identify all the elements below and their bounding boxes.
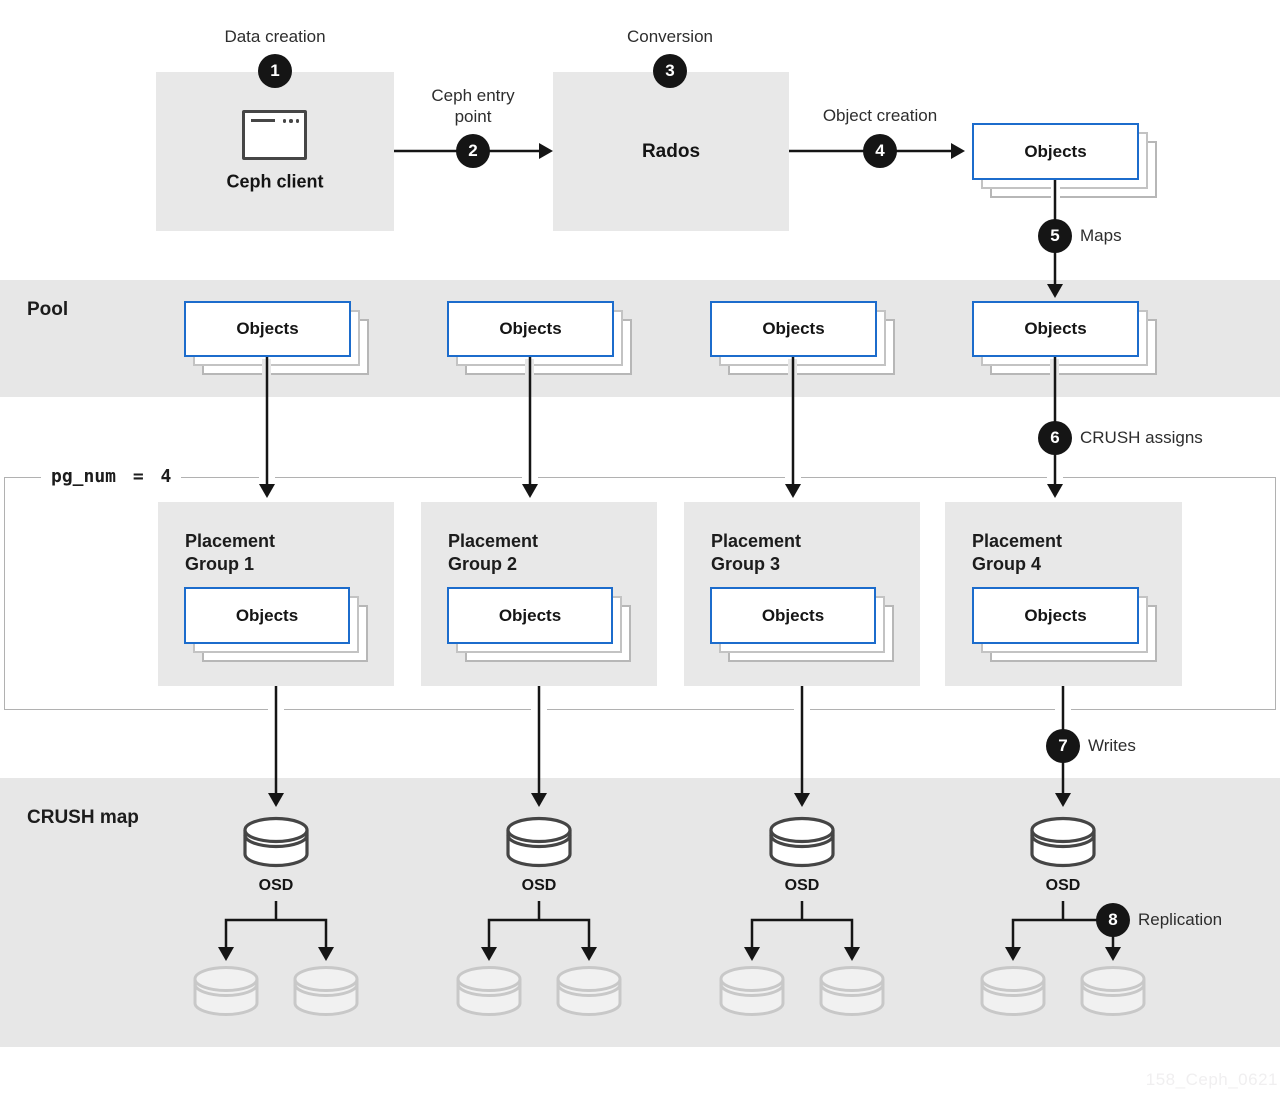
browser-window-icon [242, 110, 307, 160]
step-label-object-creation: Object creation [822, 106, 938, 125]
objects-node-pool-1: Objects [184, 301, 369, 375]
step-badge-5: 5 [1038, 219, 1072, 253]
objects-node-pool-3: Objects [710, 301, 895, 375]
objects-node-pg-3: Objects [710, 587, 894, 662]
objects-node-label: Objects [710, 301, 877, 357]
objects-node-label: Objects [972, 587, 1139, 644]
pg-num-frame: pg_num = 4 [4, 466, 1276, 710]
step-badge-3: 3 [653, 54, 687, 88]
step-badge-6: 6 [1038, 421, 1072, 455]
objects-node-label: Objects [972, 301, 1139, 357]
placement-group-2-title: Placement Group 2 [448, 531, 539, 574]
placement-group-3-title: Placement Group 3 [711, 531, 802, 574]
crush-map-band [0, 778, 1280, 1047]
rados-label: Rados [641, 141, 701, 162]
figure-id-watermark: 158_Ceph_0621 [1145, 1070, 1278, 1089]
step-badge-1: 1 [258, 54, 292, 88]
osd-label-2: OSD [521, 877, 557, 894]
osd-label-1: OSD [258, 877, 294, 894]
step-badge-8: 8 [1096, 903, 1130, 937]
crush-map-section-label: CRUSH map [27, 807, 139, 828]
step-badge-4: 4 [863, 134, 897, 168]
rados-box: Rados [553, 72, 789, 231]
step-label-replication: Replication [1138, 910, 1223, 929]
ceph-client-label: Ceph client [226, 171, 324, 192]
objects-node-pg-1: Objects [184, 587, 368, 662]
step-label-maps: Maps [1080, 226, 1122, 245]
browser-dots-icon [282, 119, 299, 123]
objects-node-label: Objects [447, 587, 613, 644]
step-label-conversion: Conversion [627, 27, 713, 46]
objects-node-pool-4: Objects [972, 301, 1157, 375]
step-badge-7: 7 [1046, 729, 1080, 763]
step-label-crush-assigns: CRUSH assigns [1080, 428, 1203, 447]
objects-node-label: Objects [184, 301, 351, 357]
osd-label-4: OSD [1045, 877, 1081, 894]
placement-group-1-title: Placement Group 1 [185, 531, 276, 574]
step-label-data-creation: Data creation [224, 27, 326, 46]
objects-node-pg-4: Objects [972, 587, 1157, 662]
step-label-ceph-entry-point: Ceph entry point [431, 86, 515, 126]
objects-node-label: Objects [972, 123, 1139, 180]
objects-node-label: Objects [447, 301, 614, 357]
placement-group-4-title: Placement Group 4 [972, 531, 1063, 574]
step-badge-2: 2 [456, 134, 490, 168]
osd-label-3: OSD [784, 877, 820, 894]
step-label-writes: Writes [1088, 736, 1136, 755]
browser-menu-dash [251, 119, 275, 122]
objects-node-label: Objects [184, 587, 350, 644]
ceph-client-box: Ceph client [156, 72, 394, 231]
objects-node-pool-2: Objects [447, 301, 632, 375]
objects-node-top: Objects [972, 123, 1157, 198]
pg-num-label: pg_num = 4 [41, 466, 182, 487]
pool-section-label: Pool [27, 299, 69, 320]
objects-node-pg-2: Objects [447, 587, 631, 662]
objects-node-label: Objects [710, 587, 876, 644]
